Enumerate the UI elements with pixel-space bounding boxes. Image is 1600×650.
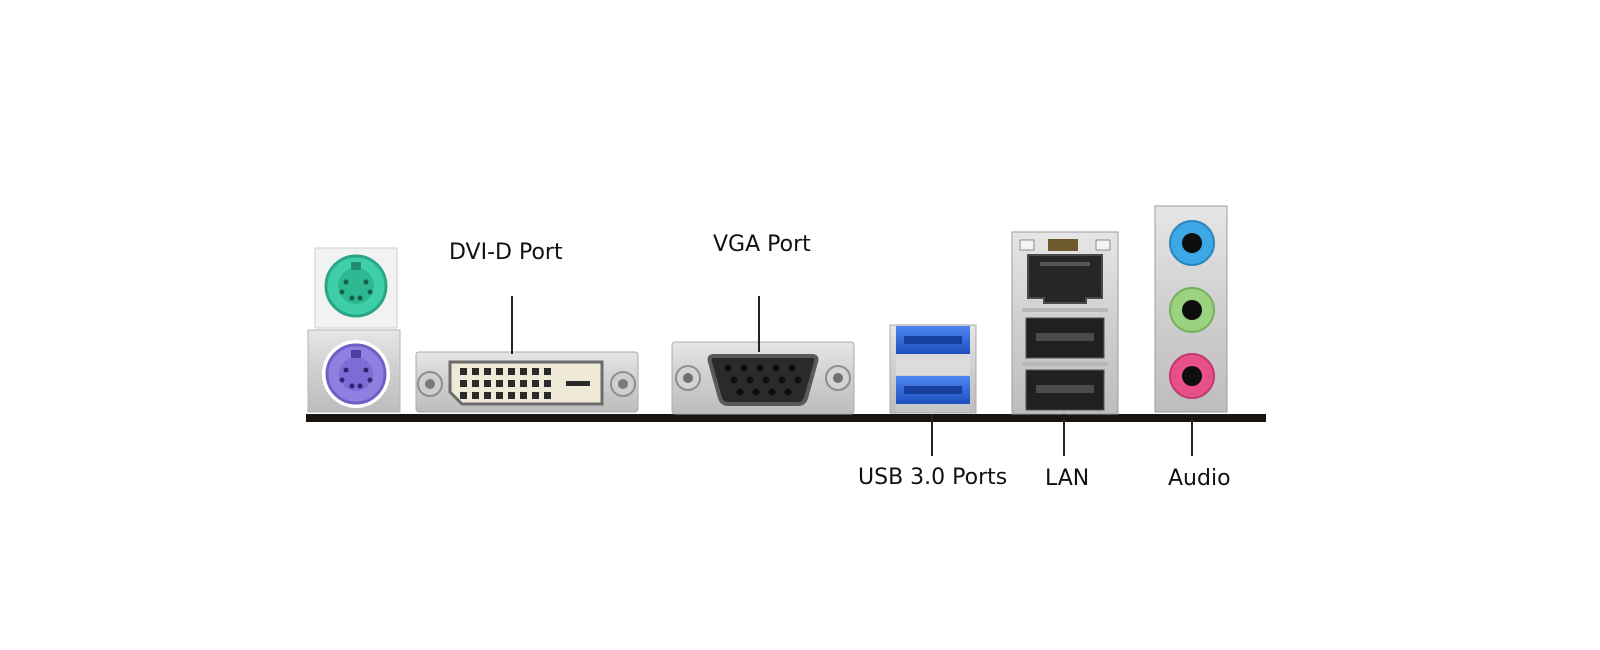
dvi-leader-line	[511, 296, 513, 354]
lan-label: LAN	[1045, 466, 1090, 491]
usb-leader-line	[931, 414, 933, 456]
vga-port-label: VGA Port	[713, 232, 811, 257]
vga-port	[671, 341, 855, 415]
usb3-ports-label: USB 3.0 Ports	[858, 465, 1008, 490]
pcb-edge	[306, 414, 1266, 422]
usb3-ports	[889, 324, 977, 414]
audio-leader-line	[1191, 414, 1193, 456]
lan-leader-line	[1063, 414, 1065, 456]
lan-port-stack	[1011, 231, 1119, 415]
ps2-ports	[307, 247, 401, 413]
audio-jacks	[1154, 205, 1228, 413]
vga-leader-line	[758, 296, 760, 352]
dvi-d-port	[415, 351, 639, 413]
audio-label: Audio	[1168, 466, 1231, 491]
dvi-d-port-label: DVI-D Port	[449, 240, 563, 265]
